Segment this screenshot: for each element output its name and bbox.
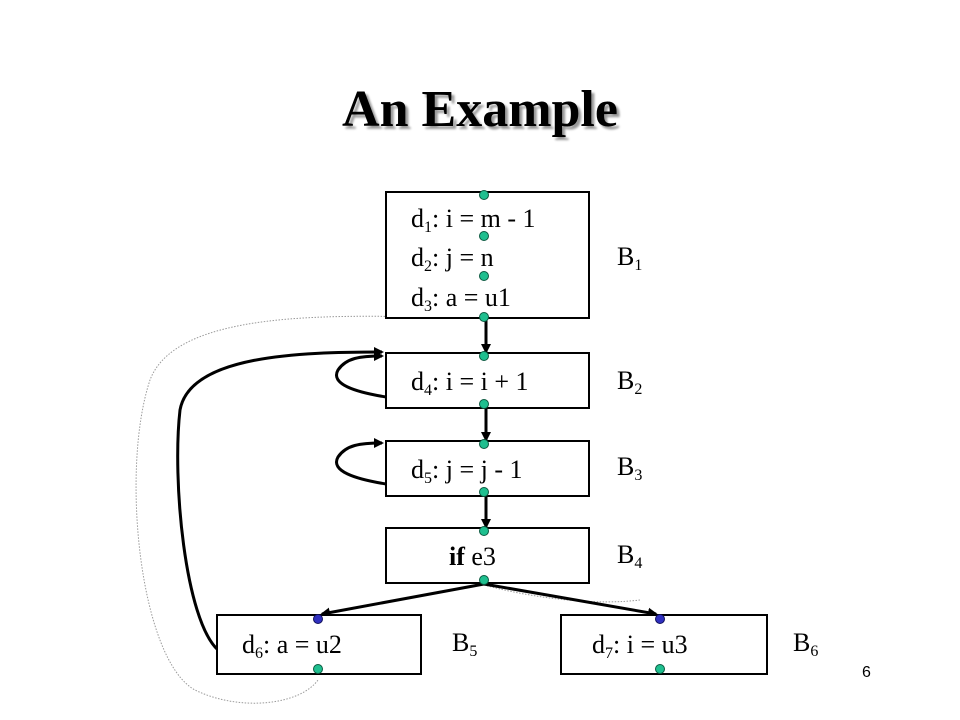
edge-b5-b2-back xyxy=(176,347,384,652)
def-d7: d7: i = u3 xyxy=(592,630,688,662)
def-d5: d5: j = j - 1 xyxy=(411,455,523,487)
block-label-b2: B2 xyxy=(617,366,643,398)
program-point xyxy=(479,271,489,281)
def-d3: d3: a = u1 xyxy=(411,283,511,315)
def-d1: d1: i = m - 1 xyxy=(411,204,536,236)
block-label-b4: B4 xyxy=(617,540,643,572)
block-label-b3: B3 xyxy=(617,452,643,484)
program-point xyxy=(479,312,489,322)
def-d6: d6: a = u2 xyxy=(242,630,342,662)
edge-b2-self-loop xyxy=(335,351,387,399)
block-b1: d1: i = m - 1 d2: j = n d3: a = u1 xyxy=(385,191,590,319)
program-point-entry-b5 xyxy=(313,614,323,624)
block-b2: d4: i = i + 1 xyxy=(385,352,590,409)
condition-if-e3: if e3 xyxy=(449,542,496,571)
block-label-b6: B6 xyxy=(793,628,819,660)
program-point-entry-b6 xyxy=(655,614,665,624)
program-point xyxy=(479,575,489,585)
edge-b3-self-loop xyxy=(335,438,387,486)
slide-title: An Example xyxy=(342,81,618,138)
edge-b4-b5 xyxy=(320,582,485,618)
program-point xyxy=(479,526,489,536)
page-number: 6 xyxy=(862,664,871,681)
def-d2: d2: j = n xyxy=(411,243,494,275)
program-point xyxy=(655,664,665,674)
edge-b4-b6 xyxy=(483,582,658,618)
block-b6: d7: i = u3 xyxy=(560,614,768,675)
program-point xyxy=(479,190,489,200)
program-point xyxy=(479,399,489,409)
program-point xyxy=(479,439,489,449)
block-label-b5: B5 xyxy=(452,628,478,660)
program-point xyxy=(313,664,323,674)
def-d4: d4: i = i + 1 xyxy=(411,367,529,399)
program-point xyxy=(479,231,489,241)
program-point xyxy=(479,351,489,361)
dotted-path-outer xyxy=(135,315,485,704)
block-label-b1: B1 xyxy=(617,242,643,274)
program-point xyxy=(479,487,489,497)
